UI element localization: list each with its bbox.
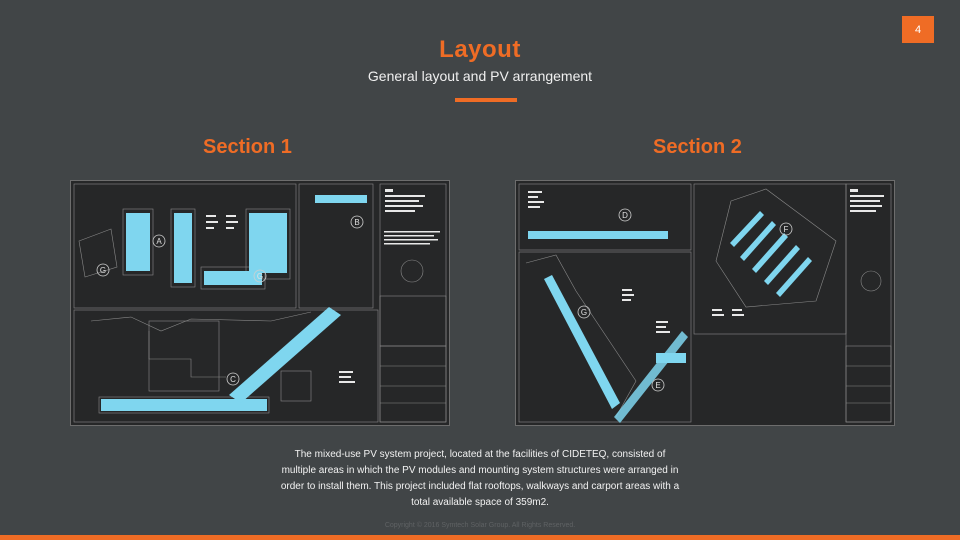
area-label: G bbox=[257, 272, 263, 281]
area-label: G bbox=[100, 266, 106, 275]
copyright-notice: Copyright © 2016 Symtech Solar Group. Al… bbox=[384, 522, 576, 529]
page-number-badge: 4 bbox=[902, 16, 934, 43]
area-label: C bbox=[230, 375, 236, 384]
area-label: F bbox=[784, 225, 789, 234]
project-description: The mixed-use PV system project, located… bbox=[280, 449, 680, 508]
title-underline bbox=[455, 98, 517, 102]
area-label: G bbox=[581, 308, 587, 317]
section-2-layout-drawing: D F G E bbox=[515, 180, 895, 426]
area-label: D bbox=[622, 211, 628, 220]
slide-title: Layout bbox=[439, 36, 521, 63]
section-1-heading: Section 1 bbox=[203, 136, 292, 158]
section-2-heading: Section 2 bbox=[653, 136, 742, 158]
section-1-layout-drawing: A B C G G bbox=[70, 180, 450, 426]
bottom-accent-bar bbox=[0, 535, 960, 540]
area-label: B bbox=[354, 218, 359, 227]
slide-subtitle: General layout and PV arrangement bbox=[367, 68, 593, 84]
area-label: E bbox=[655, 381, 660, 390]
area-label: A bbox=[156, 237, 162, 246]
